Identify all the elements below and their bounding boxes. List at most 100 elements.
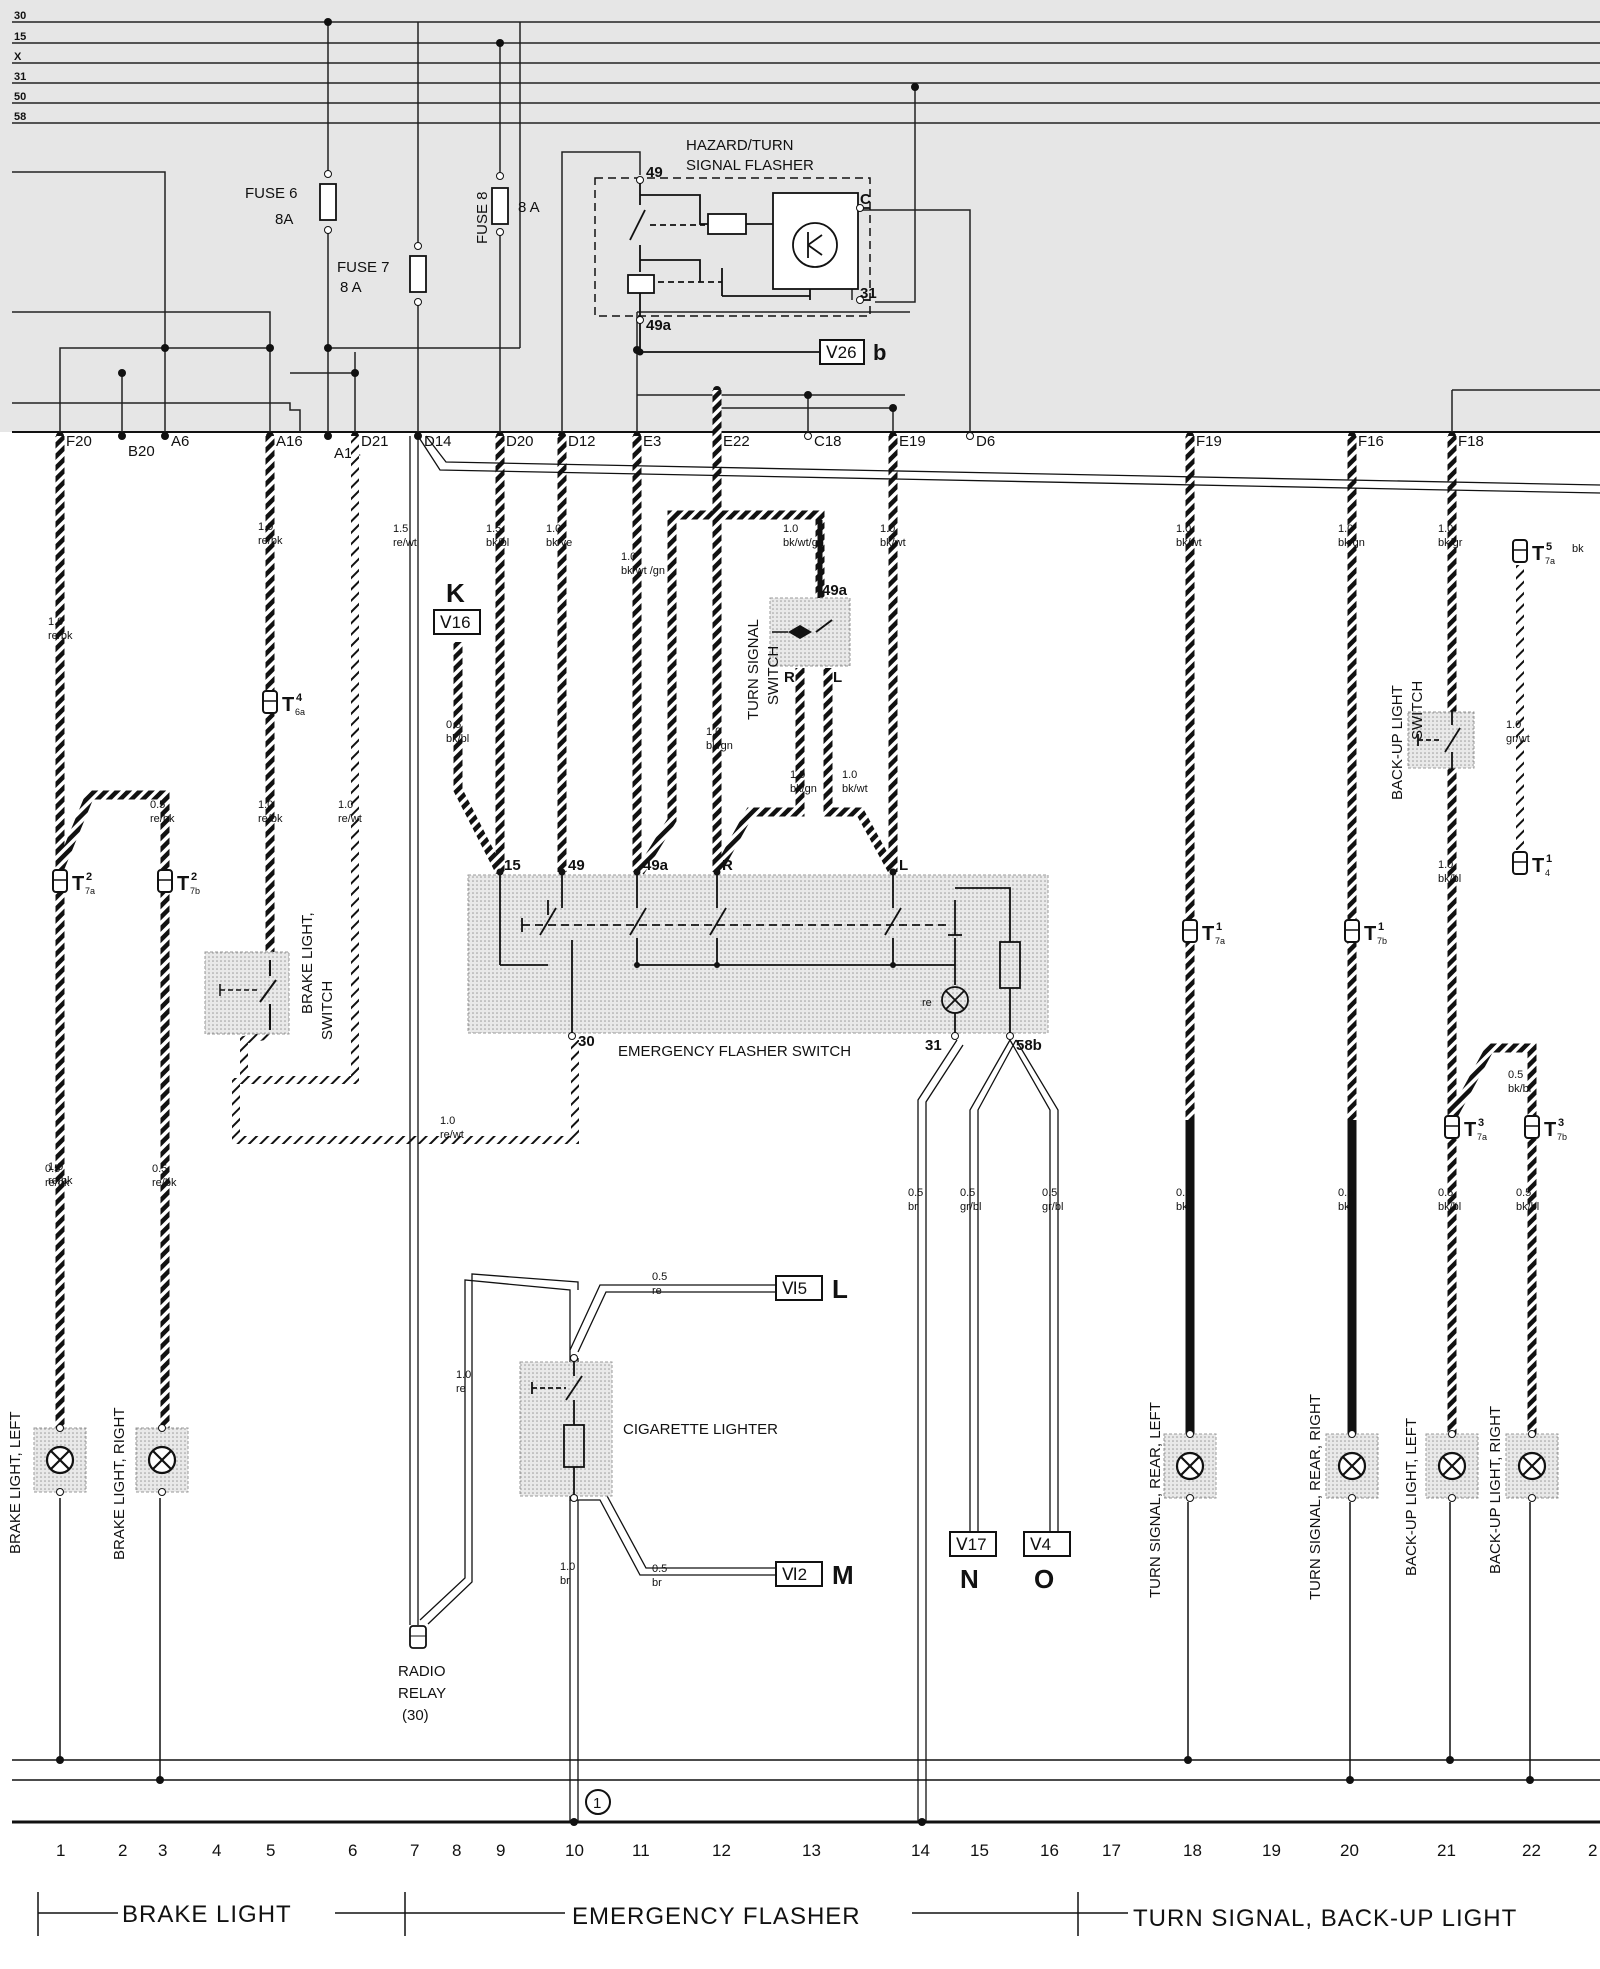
wire-label-size: 0.5	[45, 1163, 60, 1175]
turn-switch-pin-49a: 49a	[822, 582, 848, 599]
wiring-harness	[12, 390, 1600, 1826]
flasher-pin-c: C	[860, 191, 871, 208]
wire-label-size: 1.0	[258, 799, 273, 811]
connector-pin: 2	[86, 871, 92, 883]
wire-label-color: bk/wt /gn	[621, 565, 665, 577]
track-number: 15	[970, 1841, 989, 1860]
efs-pin-31: 31	[925, 1037, 942, 1054]
lamp-label: BACK-UP LIGHT, RIGHT	[1487, 1406, 1504, 1574]
connector-plug-icon	[1444, 1115, 1460, 1139]
connector-id: 4	[1545, 868, 1550, 878]
track-number: 12	[712, 1841, 731, 1860]
track-number: 11	[632, 1841, 650, 1860]
track-number: 13	[802, 1841, 821, 1860]
fuse-8-label: FUSE 8	[474, 191, 491, 244]
terminal-label: E22	[723, 433, 750, 450]
fuse-7: FUSE 7 8 A	[337, 242, 427, 306]
emergency-flasher-switch: 15 49 49a R L 30 31 58b re EMERGENCY FLA…	[467, 857, 1049, 1060]
wire-label-size: 0.5	[1338, 1187, 1353, 1199]
connector-plug-icon	[1512, 851, 1528, 875]
connector-id: 6a	[295, 707, 305, 717]
reference-box-label: Ⅴ16	[440, 613, 471, 632]
turn-switch-label-1: TURN SIGNAL	[745, 619, 762, 720]
wire-label-color: re/wt	[338, 813, 362, 825]
connector-edge-label: bk	[1572, 543, 1584, 555]
v26-box-label: Ⅴ26	[826, 343, 857, 362]
wire-label-size: 0.5	[152, 1163, 167, 1175]
track-number: 1	[56, 1841, 65, 1860]
wire-label-size: 0.5	[150, 799, 165, 811]
wire-label-size: 1.0	[783, 523, 798, 535]
wire-label-color: bk/gn	[706, 740, 733, 752]
reference-box	[433, 609, 481, 635]
connector-id: 7b	[1557, 1132, 1567, 1142]
reference-letter: M	[832, 1560, 854, 1590]
connector-pin: 5	[1546, 541, 1552, 553]
wire-label-color: br	[560, 1575, 570, 1587]
reference-box-label: Ⅴ4	[1030, 1535, 1051, 1554]
terminal-label: D21	[361, 433, 389, 450]
wire-label-size: 0.5	[1042, 1187, 1057, 1199]
fuse-6-label: FUSE 6	[245, 185, 298, 202]
terminal-label: A6	[171, 433, 189, 450]
efs-pin-30: 30	[578, 1033, 595, 1050]
track-number: 6	[348, 1841, 357, 1860]
brake-switch-label-2: SWITCH	[319, 981, 336, 1040]
wire-label-size: 1.0	[338, 799, 353, 811]
reference-letter: O	[1034, 1564, 1054, 1594]
bus-label-15: 15	[14, 31, 26, 43]
track-number: 19	[1262, 1841, 1281, 1860]
section-brake-light: BRAKE LIGHT	[122, 1901, 292, 1928]
wire-label-size: 0.5	[1508, 1069, 1523, 1081]
track-number: 17	[1102, 1841, 1121, 1860]
wire-label-color: bk/bl	[1438, 873, 1461, 885]
fuse-7-rating: 8 A	[340, 279, 362, 296]
flasher-pin-49: 49	[646, 164, 663, 181]
wire-label-size: 0.5	[1176, 1187, 1191, 1199]
ground-marker-label: 1	[593, 1795, 601, 1812]
wire-label-color: re/bk	[150, 813, 175, 825]
lamp-label: BRAKE LIGHT, RIGHT	[111, 1407, 128, 1560]
reference-box	[775, 1275, 823, 1301]
turn-switch-pin-r: R	[784, 669, 795, 686]
terminal-label: D14	[424, 433, 452, 450]
wire-label-color: re/bk	[45, 1177, 70, 1189]
terminal-dot	[118, 432, 126, 440]
flasher-pin-31: 31	[860, 285, 877, 302]
lamp-label: BRAKE LIGHT, LEFT	[7, 1411, 24, 1554]
radio-relay-label-2: RELAY	[398, 1685, 446, 1702]
efs-pin-58b: 58b	[1016, 1037, 1042, 1054]
reference-letter: N	[960, 1564, 979, 1594]
radio-relay: RADIO RELAY (30)	[398, 1625, 446, 1724]
backup-switch-label-2: SWITCH	[1409, 681, 1426, 740]
reference-letter: L	[832, 1274, 848, 1304]
connector-id: 7a	[1477, 1132, 1487, 1142]
wire-label-size: 0.5	[446, 719, 461, 731]
connector-pin: 2	[191, 871, 197, 883]
track-number: 8	[452, 1841, 461, 1860]
wire-label-size: 1.0	[1338, 523, 1353, 535]
track-number: 14	[911, 1841, 930, 1860]
terminal-dot	[324, 432, 332, 440]
connector-label: T	[1364, 923, 1376, 945]
connector-id: 7a	[1545, 556, 1555, 566]
wire-label-color: gr/bl	[1042, 1201, 1063, 1213]
wire-label-size: 0.5	[652, 1563, 667, 1575]
wire-turn-l	[823, 668, 897, 875]
wire-label-size: 1.0	[1176, 523, 1191, 535]
connector-label: T	[1202, 923, 1214, 945]
wire-label-color: bk/ye	[546, 537, 572, 549]
wire-label-size: 0.5	[652, 1271, 667, 1283]
wire-label-size: 1.0	[1438, 523, 1453, 535]
wire-30-re-wt	[232, 1040, 579, 1144]
connector-label: T	[177, 873, 189, 895]
wire-label-color: bk/gn	[790, 783, 817, 795]
lamp-label: TURN SIGNAL, REAR, LEFT	[1147, 1402, 1164, 1598]
wire-label-color: bk	[1338, 1201, 1350, 1213]
cigarette-lighter: CIGARETTE LIGHTER	[519, 1354, 778, 1502]
track-number: 20	[1340, 1841, 1359, 1860]
wire-label-color: bk/bl	[446, 733, 469, 745]
